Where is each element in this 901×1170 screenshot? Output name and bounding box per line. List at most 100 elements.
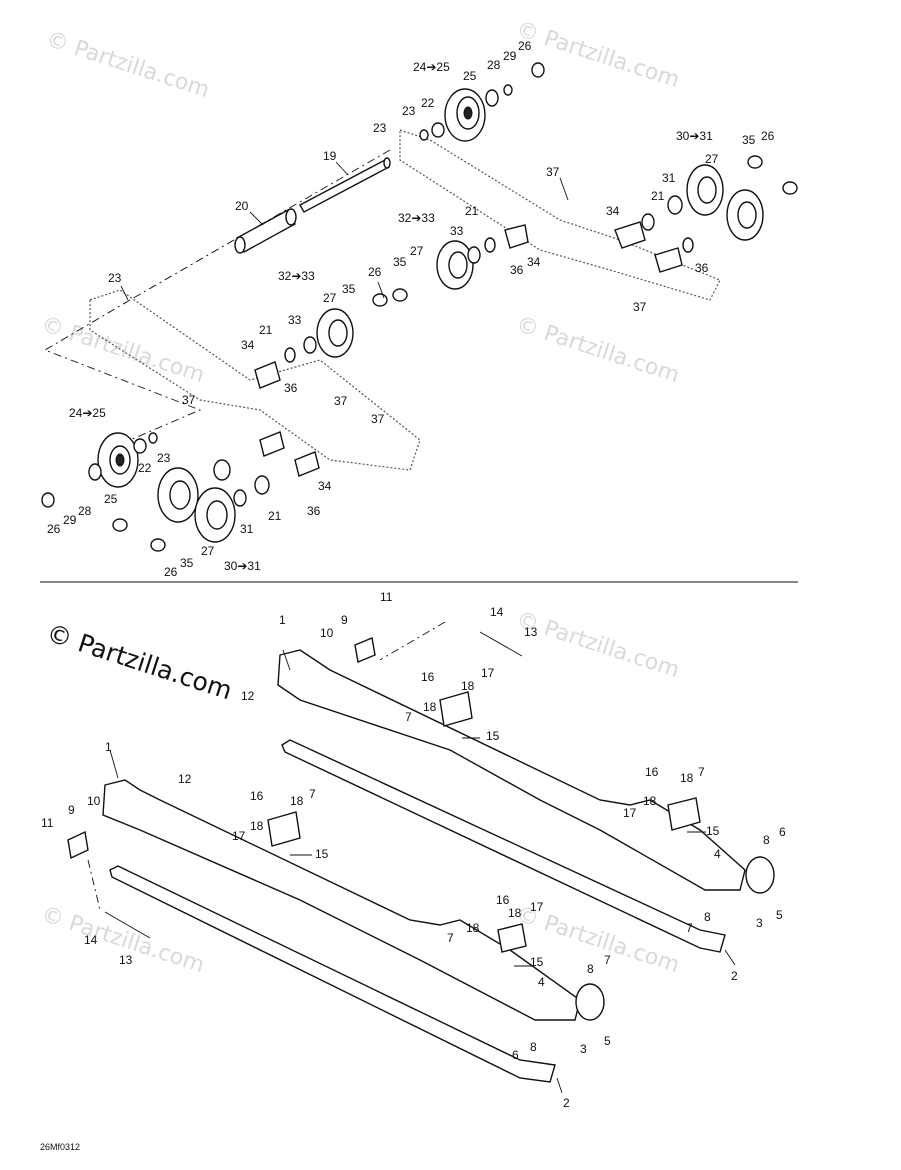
callout-33-b: 33 <box>288 313 302 327</box>
callout-21-a: 21 <box>465 204 479 218</box>
watermark-main: © Partzilla.com <box>43 618 235 705</box>
callout-35-b: 35 <box>742 133 756 147</box>
callout-23-c: 23 <box>108 271 122 285</box>
rail-left <box>102 779 581 1021</box>
callout-16-a: 16 <box>421 670 435 684</box>
callout-18-h: 18 <box>466 921 480 935</box>
callout-labels: 26 29 28 24➔25 25 22 23 23 19 20 23 37 3… <box>41 39 786 1110</box>
idler-wheels-bottom <box>112 459 270 552</box>
callout-37-e: 37 <box>371 412 385 426</box>
callout-24-25-b: 24➔25 <box>69 406 106 420</box>
callout-18-g: 18 <box>508 906 522 920</box>
callout-29-b: 29 <box>63 513 77 527</box>
callout-11-a: 11 <box>380 590 393 604</box>
callout-9-a: 9 <box>341 613 348 627</box>
callout-17-d: 17 <box>530 900 544 914</box>
callout-16-b: 16 <box>645 765 659 779</box>
callout-5-b: 5 <box>604 1034 611 1048</box>
callout-7-a: 7 <box>405 710 412 724</box>
callout-2-a: 2 <box>731 969 738 983</box>
callout-11-b: 11 <box>41 816 54 830</box>
axis-line-3 <box>379 621 446 661</box>
callout-24-25-a: 24➔25 <box>413 60 450 74</box>
callout-36-d: 36 <box>307 504 321 518</box>
callout-12-b: 12 <box>178 772 192 786</box>
callout-18-f: 18 <box>250 819 264 833</box>
callout-34-b: 34 <box>606 204 620 218</box>
callout-18-b: 18 <box>423 700 437 714</box>
watermark-5: © Partzilla.com <box>513 607 682 683</box>
callout-7-d: 7 <box>686 921 693 935</box>
callout-8-b: 8 <box>704 910 711 924</box>
callout-18-e: 18 <box>643 794 657 808</box>
watermarks: © Partzilla.com © Partzilla.com © Partzi… <box>38 17 682 978</box>
callout-22-a: 22 <box>421 96 435 110</box>
slider-right <box>281 739 726 953</box>
callout-32-33-b: 32➔33 <box>278 269 315 283</box>
callout-27-c: 27 <box>323 291 337 305</box>
callout-23-a: 23 <box>402 104 416 118</box>
callout-35-d: 35 <box>180 556 194 570</box>
block-16-a <box>439 691 473 727</box>
callout-34-a: 34 <box>527 255 541 269</box>
callout-13-a: 13 <box>524 625 538 639</box>
plate-9-left <box>67 830 89 860</box>
callout-20: 20 <box>235 199 249 213</box>
slider-left <box>109 865 556 1083</box>
callout-25-a: 25 <box>463 69 477 83</box>
callout-31-a: 31 <box>662 171 676 185</box>
callout-10-b: 10 <box>87 794 101 808</box>
callout-9-b: 9 <box>68 803 75 817</box>
figure-code: 26Mf0312 <box>40 1142 80 1152</box>
callout-21-b: 21 <box>651 189 665 203</box>
callout-15-c: 15 <box>315 847 329 861</box>
bolt-13-right <box>479 631 523 657</box>
callout-26-b: 26 <box>761 129 775 143</box>
callout-17-c: 17 <box>232 829 246 843</box>
callout-8-a: 8 <box>763 833 770 847</box>
phantom-rail-left <box>89 289 421 471</box>
callout-22-b: 22 <box>138 461 152 475</box>
callout-36-b: 36 <box>695 261 709 275</box>
callout-26-d: 26 <box>47 522 61 536</box>
callout-29-a: 29 <box>503 49 517 63</box>
watermark-1: © Partzilla.com <box>43 27 212 103</box>
callout-28-a: 28 <box>487 58 501 72</box>
callout-6-b: 6 <box>512 1048 519 1062</box>
callout-7-e: 7 <box>447 931 454 945</box>
callout-5-a: 5 <box>776 908 783 922</box>
callout-32-33-a: 32➔33 <box>398 211 435 225</box>
watermark-3: © Partzilla.com <box>38 312 207 388</box>
block-16-b <box>667 797 701 831</box>
rail-right <box>277 649 746 891</box>
callout-27-d: 27 <box>201 544 215 558</box>
callout-14-b: 14 <box>84 933 98 947</box>
idler-wheel-bottom-left <box>41 432 158 508</box>
callout-10-a: 10 <box>320 626 334 640</box>
leader-lines <box>109 161 736 1094</box>
callout-13-b: 13 <box>119 953 133 967</box>
callout-35-c: 35 <box>342 282 356 296</box>
callout-35-a: 35 <box>393 255 407 269</box>
callout-6-a: 6 <box>779 825 786 839</box>
block-16-d <box>497 923 527 953</box>
callout-34-c: 34 <box>241 338 255 352</box>
lower-section <box>67 621 775 1083</box>
callout-16-d: 16 <box>496 893 510 907</box>
callout-26-e: 26 <box>164 565 178 579</box>
callout-4-a: 4 <box>714 847 721 861</box>
callout-18-c: 18 <box>680 771 694 785</box>
plate-9-right <box>354 637 376 663</box>
callout-12-a: 12 <box>241 689 255 703</box>
callout-31-b: 31 <box>240 522 254 536</box>
axis-line-2 <box>43 299 202 441</box>
callout-27-b: 27 <box>705 152 719 166</box>
callout-37-c: 37 <box>182 393 196 407</box>
watermark-2: © Partzilla.com <box>513 17 682 93</box>
watermark-4: © Partzilla.com <box>513 312 682 388</box>
callout-36-c: 36 <box>284 381 298 395</box>
callout-30-31-a: 30➔31 <box>676 129 713 143</box>
callout-1-b: 1 <box>105 740 112 754</box>
callout-34-d: 34 <box>318 479 332 493</box>
